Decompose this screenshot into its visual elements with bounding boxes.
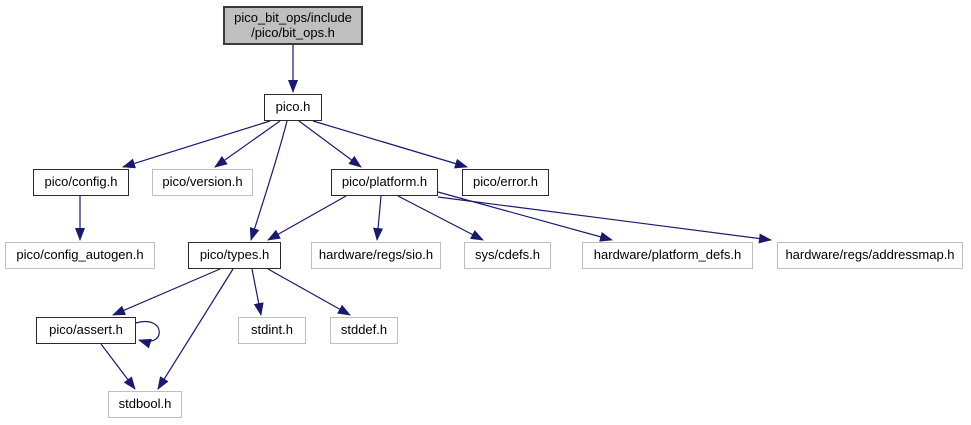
- node-stdbool-h[interactable]: stdbool.h: [108, 391, 182, 418]
- node-label-line1: pico_bit_ops/include: [234, 9, 352, 25]
- edge-platform-types: [267, 195, 347, 241]
- node-pico-version-h[interactable]: pico/version.h: [152, 169, 253, 196]
- edge-pico-types: [249, 120, 288, 241]
- edge-platform-sio: [373, 195, 384, 241]
- edge-types-stddef: [267, 268, 351, 316]
- node-hardware-regs-sio-h[interactable]: hardware/regs/sio.h: [311, 242, 441, 269]
- edge-pico-platform: [298, 120, 362, 168]
- edge-platform-cdefs: [397, 195, 484, 241]
- node-pico-types-h[interactable]: pico/types.h: [188, 242, 281, 269]
- node-label: pico/assert.h: [49, 322, 123, 338]
- edge-types-stdbool: [157, 268, 234, 390]
- edge-types-stdint: [251, 268, 264, 316]
- edge-types-assert: [112, 268, 221, 316]
- node-pico-h[interactable]: pico.h: [264, 94, 322, 121]
- node-pico-config-h[interactable]: pico/config.h: [33, 169, 129, 196]
- node-label: pico/types.h: [199, 247, 270, 263]
- node-pico-config-autogen-h[interactable]: pico/config_autogen.h: [5, 242, 155, 269]
- node-sys-cdefs-h[interactable]: sys/cdefs.h: [464, 242, 551, 269]
- node-hardware-platform-defs-h[interactable]: hardware/platform_defs.h: [582, 242, 753, 269]
- edge-assert-self-loop: [135, 320, 160, 349]
- node-label: stddef.h: [340, 322, 388, 338]
- edge-pico-config: [122, 120, 271, 169]
- node-label: pico/config.h: [44, 174, 118, 190]
- node-label: stdint.h: [251, 322, 293, 338]
- node-pico-bit-ops-header[interactable]: pico_bit_ops/include /pico/bit_ops.h: [223, 6, 363, 45]
- node-label: hardware/regs/sio.h: [318, 247, 434, 263]
- edge-assert-stdbool: [100, 343, 136, 390]
- node-label: hardware/platform_defs.h: [593, 247, 742, 263]
- edge-platform-platform_defs: [437, 191, 613, 242]
- edge-platform-addressmap: [437, 196, 772, 244]
- node-label: stdbool.h: [118, 396, 172, 412]
- edge-pico-version: [214, 120, 281, 168]
- node-label: hardware/regs/addressmap.h: [785, 247, 955, 263]
- node-stdint-h[interactable]: stdint.h: [238, 317, 306, 344]
- edge-pico-error: [312, 120, 468, 169]
- node-label: pico/platform.h: [341, 174, 428, 190]
- node-pico-error-h[interactable]: pico/error.h: [462, 169, 549, 196]
- node-label: sys/cdefs.h: [474, 247, 541, 263]
- node-hardware-regs-addressmap-h[interactable]: hardware/regs/addressmap.h: [777, 242, 963, 269]
- node-pico-platform-h[interactable]: pico/platform.h: [331, 169, 438, 196]
- node-stddef-h[interactable]: stddef.h: [330, 317, 398, 344]
- node-label: pico/error.h: [472, 174, 539, 190]
- node-pico-assert-h[interactable]: pico/assert.h: [36, 317, 136, 344]
- node-label-line2: /pico/bit_ops.h: [251, 24, 335, 40]
- node-label: pico/config_autogen.h: [16, 247, 144, 263]
- node-label: pico.h: [275, 99, 311, 115]
- node-label: pico/version.h: [162, 174, 243, 190]
